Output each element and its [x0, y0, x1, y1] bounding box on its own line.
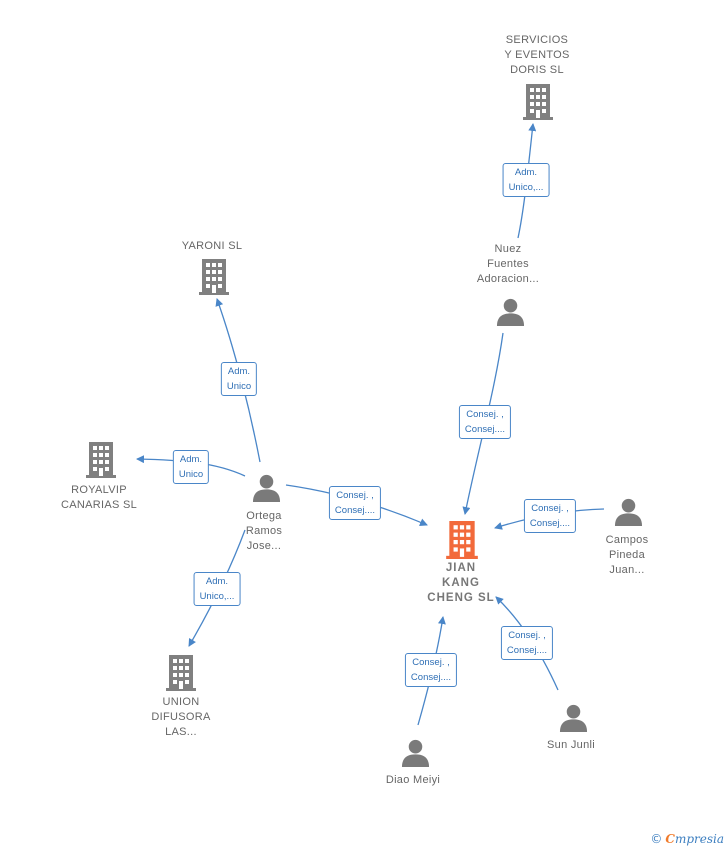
- node-label-jian[interactable]: JIAN KANG CHENG SL: [427, 562, 495, 604]
- edge-label-nuez-servicios[interactable]: Adm. Unico,...: [502, 163, 550, 197]
- person-icon[interactable]: [559, 704, 588, 732]
- focus-building-icon[interactable]: [446, 521, 478, 559]
- brand-initial: C: [665, 832, 675, 846]
- edge-label-ortega-union[interactable]: Adm. Unico,...: [193, 572, 241, 606]
- node-label-campos[interactable]: Campos Pineda Juan...: [605, 534, 649, 576]
- node-label-nuez[interactable]: Nuez Fuentes Adoracion...: [476, 243, 540, 285]
- node-label-diao[interactable]: Diao Meiyi: [385, 774, 441, 786]
- person-icon[interactable]: [252, 474, 281, 502]
- brand-name: mpresia: [674, 832, 724, 846]
- building-icon[interactable]: [199, 259, 229, 295]
- node-label-servicios[interactable]: SERVICIOS Y EVENTOS DORIS SL: [504, 34, 570, 76]
- person-icon[interactable]: [401, 739, 430, 767]
- node-label-royalvip[interactable]: ROYALVIP CANARIAS SL: [60, 484, 138, 511]
- edge-label-ortega-yaroni[interactable]: Adm. Unico: [220, 362, 258, 396]
- empresia-brand: ©Cmpresia: [650, 832, 724, 846]
- edge-label-diao-jian[interactable]: Consej. , Consej....: [404, 653, 458, 687]
- person-icon[interactable]: [496, 298, 525, 326]
- node-label-yaroni[interactable]: YARONI SL: [181, 240, 243, 252]
- edge-label-ortega-royalvip[interactable]: Adm. Unico: [172, 450, 210, 484]
- edge-label-campos-jian[interactable]: Consej. , Consej....: [523, 499, 577, 533]
- copyright-icon: ©: [650, 832, 663, 846]
- building-icon[interactable]: [523, 84, 553, 120]
- building-icon[interactable]: [166, 655, 196, 691]
- node-label-ortega[interactable]: Ortega Ramos Jose...: [245, 510, 283, 552]
- person-icon[interactable]: [614, 498, 643, 526]
- edge-label-nuez-jian[interactable]: Consej. , Consej....: [458, 405, 512, 439]
- node-label-sun[interactable]: Sun Junli: [547, 739, 595, 751]
- node-label-union[interactable]: UNION DIFUSORA LAS...: [151, 696, 211, 738]
- building-icon[interactable]: [86, 442, 116, 478]
- edge-label-sun-jian[interactable]: Consej. , Consej....: [500, 626, 554, 660]
- edge-label-ortega-jian[interactable]: Consej. , Consej....: [328, 486, 382, 520]
